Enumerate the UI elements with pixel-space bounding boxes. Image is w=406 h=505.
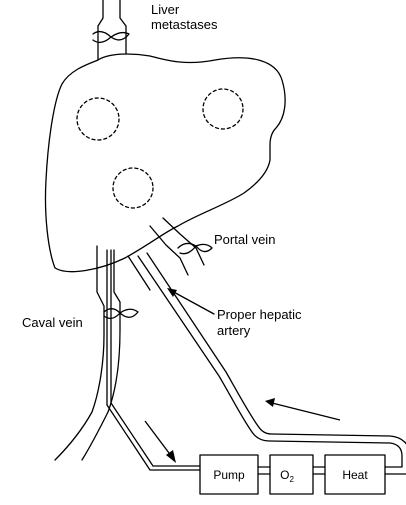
heat-label: Heat [342, 468, 368, 482]
portal-vein-label: Portal vein [214, 232, 275, 247]
metastasis-circle [76, 97, 120, 141]
oxygen-symbol: O [280, 468, 289, 482]
flow-arrow-icon [265, 398, 341, 421]
portal-vein [149, 217, 205, 276]
lower-caval-vein [54, 245, 121, 461]
portal-clamp-icon [177, 242, 213, 255]
metastasis-circle [112, 167, 154, 209]
pump-label: Pump [213, 468, 245, 482]
upper-caval-clamp-icon [92, 30, 130, 44]
liver-outline [44, 53, 286, 273]
inflow-cannula [137, 252, 406, 475]
outflow-cannula [106, 249, 201, 471]
liver-metastases-label-line2: metastases [151, 17, 218, 32]
circuit-connectors [257, 466, 326, 475]
liver-metastases-label-line1: Liver [151, 2, 180, 17]
artery-label-leader [169, 289, 215, 315]
upper-caval-vein [97, 0, 127, 61]
hepatic-artery-label-line1: Proper hepatic [217, 307, 302, 322]
artery-stub [127, 255, 151, 291]
caval-vein-label: Caval vein [22, 315, 83, 330]
leader-arrow-icon [167, 288, 177, 297]
flow-arrow-icon [144, 420, 176, 463]
oxygen-subscript: 2 [289, 475, 294, 484]
metastasis-circle [202, 88, 244, 130]
hepatic-artery-label-line2: artery [217, 323, 251, 338]
oxygenator-label: O2 [280, 468, 294, 484]
metastases-group [76, 88, 244, 209]
lower-caval-clamp-icon [103, 308, 139, 320]
